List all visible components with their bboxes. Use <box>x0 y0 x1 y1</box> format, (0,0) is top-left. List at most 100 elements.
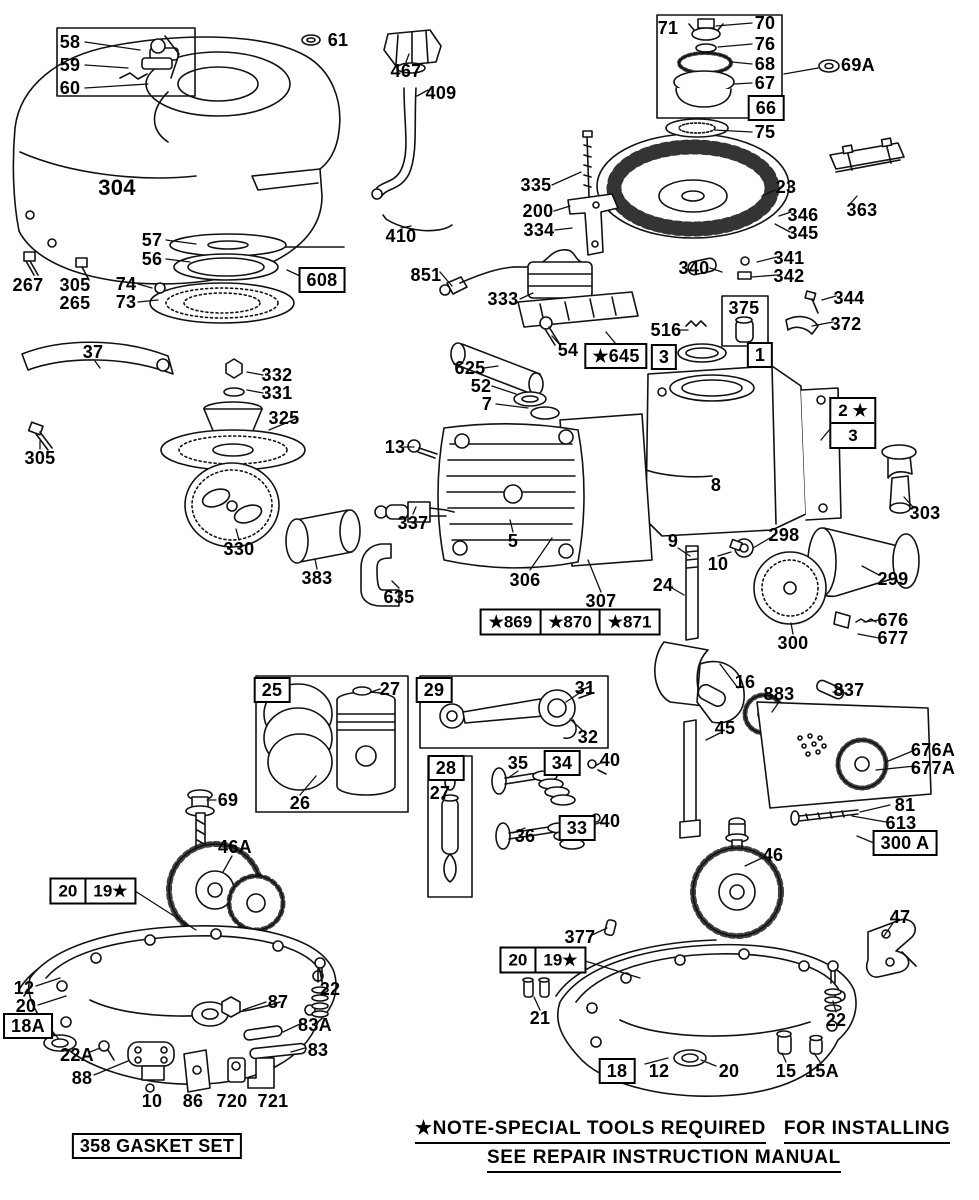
part-label-344: 344 <box>833 288 865 308</box>
part-label-851: 851 <box>410 265 442 285</box>
part-label-345: 345 <box>787 223 819 243</box>
part-label-cell: 20 <box>58 881 78 901</box>
part-label-71: 71 <box>657 18 679 38</box>
part-label-299: 299 <box>877 569 909 589</box>
stud-bracket-art <box>567 130 619 256</box>
part-label-83a: 83A <box>298 1015 332 1035</box>
part-label-15a: 15A <box>805 1061 839 1081</box>
points-art <box>677 256 819 363</box>
part-label-330: 330 <box>223 539 255 559</box>
blower-housing-art <box>12 36 341 285</box>
part-label-73: 73 <box>115 292 137 312</box>
cam-left-art <box>166 789 286 939</box>
part-label-10: 10 <box>707 554 729 574</box>
part-label-23: 23 <box>775 177 797 197</box>
part-label-346: 346 <box>787 205 819 225</box>
part-label-33: 33 <box>558 815 596 841</box>
part-label-87: 87 <box>267 992 289 1012</box>
part-label-676a: 676A <box>910 740 956 760</box>
part-label-331: 331 <box>261 383 293 403</box>
part-label-883: 883 <box>763 684 795 704</box>
part-label-18a: 18A <box>3 1013 53 1039</box>
part-label-645: ★645 <box>584 343 648 369</box>
breather-330-art <box>184 462 280 548</box>
part-label-375: 375 <box>728 298 760 318</box>
part-label-8: 8 <box>710 475 722 495</box>
part-label-cell: 19★ <box>84 879 134 903</box>
part-label-9: 9 <box>667 531 679 551</box>
part-label-cell: 20 <box>508 950 528 970</box>
part-label-29: 29 <box>415 677 453 703</box>
carb-detail-art <box>56 27 196 97</box>
crankshaft-art <box>654 545 745 839</box>
part-label-56: 56 <box>141 249 163 269</box>
part-label-608: 608 <box>298 267 346 293</box>
part-label-59: 59 <box>59 55 81 75</box>
part-label-66: 66 <box>747 95 785 121</box>
part-label-337: 337 <box>397 513 429 533</box>
part-label-200: 200 <box>522 201 554 221</box>
part-label-625: 625 <box>454 358 486 378</box>
starter-clutch-art <box>656 14 840 119</box>
leader-lines <box>35 22 916 1076</box>
part-label-35: 35 <box>507 753 529 773</box>
part-label-3: 3 <box>650 344 678 370</box>
part-label-45: 45 <box>714 718 736 738</box>
part-label-group-869-870-871: ★869★870★871 <box>479 608 661 636</box>
part-label-340: 340 <box>678 258 710 278</box>
sump-left-parts-art <box>43 957 329 1093</box>
part-label-40: 40 <box>599 750 621 770</box>
part-label-70: 70 <box>754 13 776 33</box>
part-label-group-20-19: 20 19★ <box>499 946 587 974</box>
part-label-15: 15 <box>775 1061 797 1081</box>
part-label-333: 333 <box>487 289 519 309</box>
part-label-12: 12 <box>648 1061 670 1081</box>
fuel-cap-dipstick-art <box>371 29 442 200</box>
part-label-81: 81 <box>894 795 916 815</box>
part-label-cell: ★871 <box>598 610 659 634</box>
part-label-83: 83 <box>307 1040 329 1060</box>
part-label-18: 18 <box>598 1058 636 1084</box>
part-label-305: 305 <box>59 275 91 295</box>
part-label-265: 265 <box>59 293 91 313</box>
part-label-467: 467 <box>390 61 422 81</box>
part-label-5: 5 <box>507 531 519 551</box>
part-label-10: 10 <box>141 1091 163 1111</box>
part-label-613: 613 <box>885 813 917 833</box>
part-label-group-2-3: 2 ★3 <box>829 397 877 449</box>
part-label-57: 57 <box>141 230 163 250</box>
part-label-720: 720 <box>216 1091 248 1111</box>
part-label-20: 20 <box>718 1061 740 1081</box>
part-label-67: 67 <box>754 73 776 93</box>
part-label-325: 325 <box>268 408 300 428</box>
part-label-74: 74 <box>115 274 137 294</box>
breather-tube-art <box>407 316 560 459</box>
part-label-1: 1 <box>746 342 774 368</box>
part-label-cell: 2 ★ <box>838 401 868 420</box>
part-label-410: 410 <box>385 226 417 246</box>
part-label-60: 60 <box>59 78 81 98</box>
air-cleaner-art <box>149 233 345 324</box>
starter-motor-art <box>729 444 920 629</box>
part-label-383: 383 <box>301 568 333 588</box>
rod-art <box>419 675 609 749</box>
part-label-372: 372 <box>830 314 862 334</box>
part-label-635: 635 <box>383 587 415 607</box>
piston-art <box>255 675 409 813</box>
part-label-26: 26 <box>289 793 311 813</box>
part-label-58: 58 <box>59 32 81 52</box>
part-label-341: 341 <box>773 248 805 268</box>
part-label-28: 28 <box>427 755 465 781</box>
part-label-837: 837 <box>833 680 865 700</box>
part-label-377: 377 <box>564 927 596 947</box>
muffler-art <box>285 509 400 607</box>
part-label-303: 303 <box>909 503 941 523</box>
governor-blade-art <box>21 341 174 451</box>
part-label-group-20-19: 20 19★ <box>49 877 137 905</box>
part-label-363: 363 <box>846 200 878 220</box>
part-label-cell: 19★ <box>534 948 584 972</box>
grommet-61-art <box>301 34 321 46</box>
